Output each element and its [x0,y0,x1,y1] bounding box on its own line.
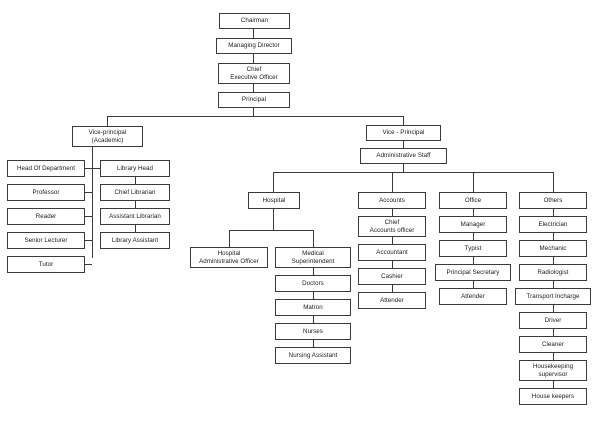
node-office[interactable]: Office [439,192,507,209]
connector-cashier-attender [392,285,393,292]
node-hospital[interactable]: Hospital [248,192,300,209]
connector-bus-to-office [473,172,474,192]
node-typist[interactable]: Typist [439,240,507,257]
connector-spine-reader [85,216,92,217]
connector-electrician-mechanic [553,233,554,240]
node-cashier[interactable]: Cashier [358,268,426,285]
connector-vp-admin-staff [403,141,404,148]
connector-spine-head-of-department [85,168,92,169]
connector-bus-to-vp-academic [107,116,108,126]
connector-manager-typist [473,233,474,240]
node-administrative-staff[interactable]: Administrative Staff [360,148,447,164]
node-accounts-attender[interactable]: Attender [358,292,426,309]
node-vice-principal[interactable]: Vice - Principal [366,125,441,141]
connector-others-electrician [553,209,554,216]
node-manager[interactable]: Manager [439,216,507,233]
node-accounts[interactable]: Accounts [358,192,426,209]
connector-library-head-chief [135,177,136,184]
node-vice-principal-academic[interactable]: Vice-principal (Academic) [72,126,143,147]
node-senior-lecturer[interactable]: Senior Lecturer [7,232,85,249]
node-electrician[interactable]: Electrician [519,216,587,233]
connector-nurses-nursing-assistant [313,340,314,347]
connector-doctors-matron [313,292,314,299]
connector-md-ceo [253,54,254,63]
connector-principal-down [253,108,254,117]
node-accountant[interactable]: Accountant [358,244,426,261]
connector-bus-to-others [553,172,554,192]
connector-accounts-chief [392,209,393,216]
node-matron[interactable]: Matron [275,299,351,316]
connector-hospital-to-admin-officer [229,230,230,247]
connector-cleaner-housekeeping [553,353,554,360]
connector-spine-senior-lecturer [85,240,92,241]
node-principal[interactable]: Principal [218,92,290,108]
connector-bus-to-hospital [273,172,274,192]
connector-hospital-bus [229,230,313,231]
node-driver[interactable]: Driver [519,312,587,329]
node-medical-superintendent[interactable]: Medical Superintendent [275,247,351,268]
node-hospital-administrative-officer[interactable]: Hospital Administrative Officer [190,247,268,268]
connector-radiologist-transport [553,281,554,288]
connector-office-manager [473,209,474,216]
connector-typist-principal-secretary [473,257,474,264]
connector-assistant-library-assistant [135,225,136,232]
connector-bus-to-vp-admin [403,116,404,125]
connector-vp-academic-spine [92,147,93,258]
node-house-keepers[interactable]: House keepers [519,388,587,405]
node-library-assistant[interactable]: Library Assistant [100,232,170,249]
connector-transport-driver [553,305,554,312]
connector-housekeeping-house-keepers [553,381,554,388]
connector-driver-cleaner [553,329,554,336]
connector-spine-tutor [85,264,92,265]
node-mechanic[interactable]: Mechanic [519,240,587,257]
connector-hospital-down [273,209,274,231]
connector-admin-staff-down [403,164,404,173]
node-library-head[interactable]: Library Head [100,160,170,177]
connector-matron-nurses [313,316,314,323]
node-doctors[interactable]: Doctors [275,275,351,292]
node-tutor[interactable]: Tutor [7,256,85,273]
node-radiologist[interactable]: Radiologist [519,264,587,281]
connector-accountant-cashier [392,261,393,268]
node-managing-director[interactable]: Managing Director [216,38,292,54]
node-principal-secretary[interactable]: Principal Secretary [435,264,511,281]
node-reader[interactable]: Reader [7,208,85,225]
node-chief-accounts-officer[interactable]: Chief Accounts officer [358,216,426,237]
connector-medical-supt-doctors [313,268,314,275]
node-cleaner[interactable]: Cleaner [519,336,587,353]
node-chief-librarian[interactable]: Chief Librarian [100,184,170,201]
connector-chief-assistant-librarian [135,201,136,208]
connector-spine-library-head [92,168,100,169]
node-others[interactable]: Others [519,192,587,209]
node-transport-incharge[interactable]: Transport Incharge [515,288,591,305]
node-nurses[interactable]: Nurses [275,323,351,340]
node-chief-executive-officer[interactable]: Chief Executive Officer [218,63,290,84]
node-assistant-librarian[interactable]: Assistant Librarian [100,208,170,225]
connector-ceo-principal [253,84,254,92]
node-nursing-assistant[interactable]: Nursing Assistant [275,347,351,364]
node-professor[interactable]: Professor [7,184,85,201]
node-housekeeping-supervisor[interactable]: Housekeeping supervisor [519,360,587,381]
connector-chief-accountant [392,237,393,244]
node-chairman[interactable]: Chairman [219,13,290,29]
connector-admin-bus [273,172,554,173]
connector-hospital-to-medical-supt [313,230,314,247]
connector-principal-bus [107,116,404,117]
connector-spine-professor [85,192,92,193]
node-office-attender[interactable]: Attender [439,288,507,305]
connector-principal-secretary-attender [473,281,474,288]
connector-chairman-md [253,29,254,38]
connector-bus-to-accounts [392,172,393,192]
connector-mechanic-radiologist [553,257,554,264]
node-head-of-department[interactable]: Head Of Department [7,160,85,177]
